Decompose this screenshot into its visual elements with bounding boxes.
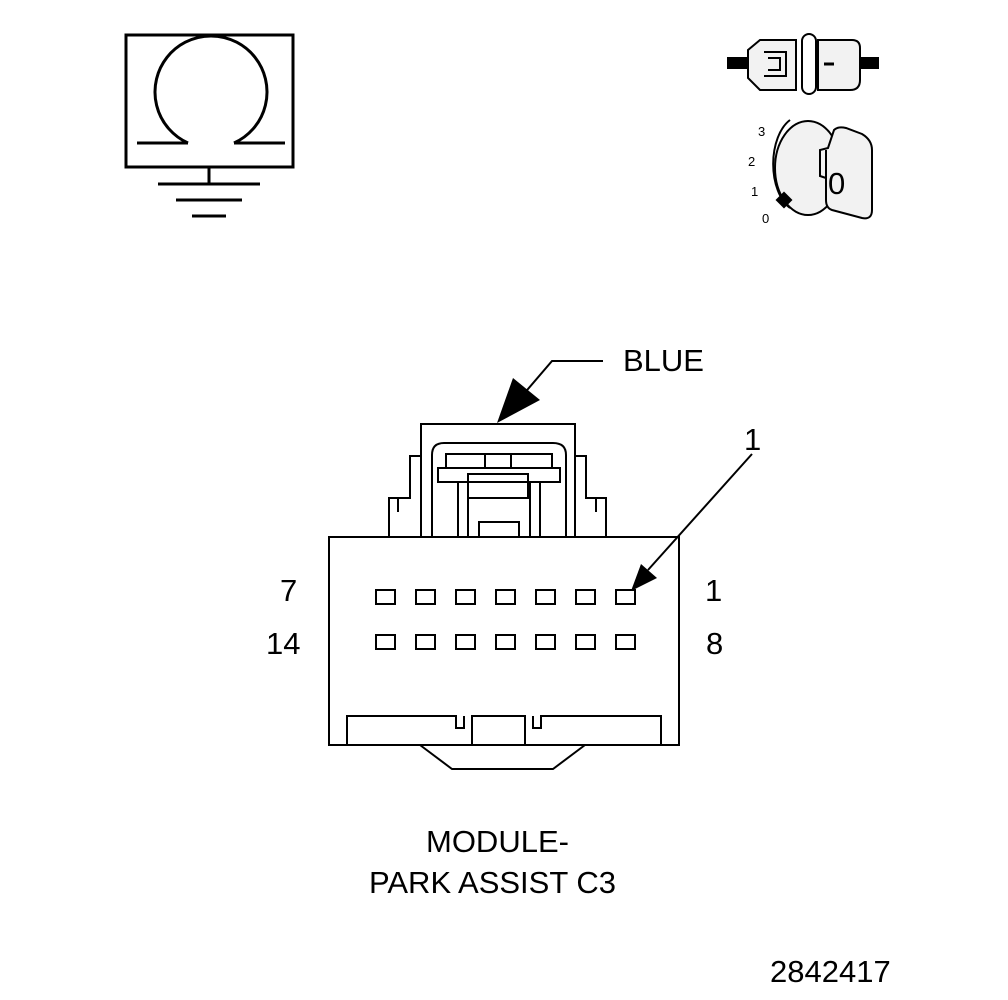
connector-housing bbox=[328, 423, 680, 770]
row-label-top-left: 7 bbox=[280, 573, 298, 608]
pin-cavity-13 bbox=[415, 634, 436, 650]
pin-cavities bbox=[375, 589, 636, 650]
pin-cavity-8 bbox=[615, 634, 636, 650]
pin-cavity-14 bbox=[375, 634, 396, 650]
pin-cavity-2 bbox=[575, 589, 596, 605]
connector-title-line2: PARK ASSIST C3 bbox=[369, 865, 616, 900]
pin-cavity-10 bbox=[535, 634, 556, 650]
pin-cavity-11 bbox=[495, 634, 516, 650]
row-label-top-right: 1 bbox=[705, 573, 723, 608]
connector-title-line1: MODULE- bbox=[426, 824, 569, 859]
ignition-position-1: 1 bbox=[751, 184, 758, 199]
pin-cavity-3 bbox=[535, 589, 556, 605]
pin-cavity-4 bbox=[495, 589, 516, 605]
pin-cavity-12 bbox=[455, 634, 476, 650]
pin1-pointer-arrow bbox=[631, 453, 753, 591]
pin-cavity-5 bbox=[455, 589, 476, 605]
row-label-bottom-left: 14 bbox=[266, 626, 301, 661]
inline-connector-icon bbox=[727, 33, 879, 95]
row-label-bottom-right: 8 bbox=[706, 626, 724, 661]
pin-cavity-1 bbox=[615, 589, 636, 605]
ohm-ground-icon bbox=[124, 33, 295, 218]
ignition-key-label: 0 bbox=[828, 166, 845, 201]
color-label: BLUE bbox=[623, 343, 704, 378]
pin-cavity-9 bbox=[575, 634, 596, 650]
pointer-pin-label: 1 bbox=[744, 422, 762, 457]
ignition-switch-icon bbox=[772, 119, 873, 220]
blue-pointer-arrow bbox=[497, 360, 603, 423]
ignition-position-0: 0 bbox=[762, 211, 769, 226]
ignition-position-2: 2 bbox=[748, 154, 755, 169]
pin-cavity-7 bbox=[375, 589, 396, 605]
figure-number: 2842417 bbox=[770, 954, 891, 989]
ignition-position-3: 3 bbox=[758, 124, 765, 139]
pin-cavity-6 bbox=[415, 589, 436, 605]
